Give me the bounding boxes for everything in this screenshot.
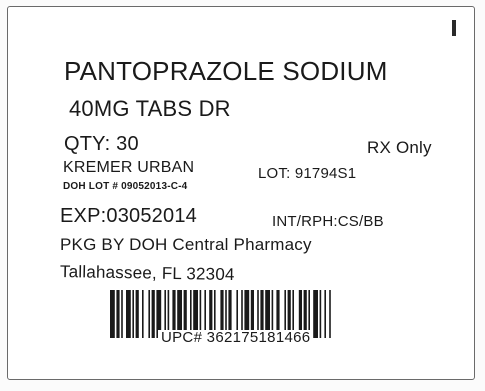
barcode-bar bbox=[116, 290, 120, 338]
barcode-bar bbox=[190, 290, 192, 338]
barcode-bar bbox=[199, 290, 202, 338]
expiration-date: EXP:03052014 bbox=[60, 205, 197, 227]
quantity: QTY: 30 bbox=[64, 133, 139, 155]
barcode-bar bbox=[260, 290, 264, 338]
barcode-bar bbox=[167, 290, 170, 338]
barcode-bar bbox=[209, 290, 213, 338]
barcode-bar bbox=[228, 290, 232, 338]
lot-number: LOT: 91794S1 bbox=[258, 165, 357, 182]
doh-lot-number: DOH LOT # 09052013-C-4 bbox=[63, 181, 188, 192]
pharmacy-location: Tallahassee, FL 32304 bbox=[59, 262, 235, 285]
strength-form: 40MG TABS DR bbox=[69, 96, 231, 121]
barcode-bar bbox=[265, 290, 270, 338]
barcode-bar bbox=[292, 290, 294, 338]
barcode-bar bbox=[284, 290, 286, 338]
barcode-bar bbox=[151, 290, 155, 338]
barcode-bar bbox=[177, 290, 182, 338]
barcode-bar bbox=[204, 290, 206, 338]
barcode-bar bbox=[271, 290, 274, 338]
barcode-bar bbox=[324, 290, 326, 338]
manufacturer: KREMER URBAN bbox=[63, 159, 195, 176]
barcode-bar bbox=[142, 290, 144, 338]
barcode-bar bbox=[257, 290, 259, 338]
barcode-bar bbox=[121, 290, 123, 338]
barcode-bar bbox=[298, 290, 302, 338]
edge-mark bbox=[452, 20, 456, 36]
barcode-bar bbox=[148, 290, 150, 338]
barcode-bar bbox=[225, 290, 227, 338]
barcode-bar bbox=[220, 290, 224, 338]
barcode-bar bbox=[244, 290, 250, 338]
barcode-bar bbox=[329, 290, 331, 338]
barcode-bar bbox=[236, 290, 238, 338]
barcode-bar bbox=[172, 290, 176, 338]
barcode-bar bbox=[276, 290, 280, 338]
barcode-bar bbox=[135, 290, 139, 338]
barcode-bar bbox=[214, 290, 216, 338]
rx-status: RX Only bbox=[367, 138, 432, 157]
barcode-bar bbox=[319, 290, 322, 338]
barcode-bar bbox=[183, 290, 187, 338]
barcode-bar bbox=[287, 290, 291, 338]
barcode-bar bbox=[164, 290, 166, 338]
barcode-bar bbox=[250, 290, 254, 338]
barcode-bar bbox=[193, 290, 198, 338]
pharmacist-initials: INT/RPH:CS/BB bbox=[272, 213, 384, 230]
barcode-bar bbox=[126, 290, 131, 338]
barcode-bar bbox=[308, 290, 310, 338]
barcode-bar bbox=[132, 290, 134, 338]
drug-name: PANTOPRAZOLE SODIUM bbox=[64, 56, 388, 86]
barcode-bar bbox=[241, 290, 243, 338]
barcode bbox=[110, 290, 331, 338]
label-border bbox=[7, 6, 475, 380]
packaged-by: PKG BY DOH Central Pharmacy bbox=[60, 235, 312, 254]
barcode-bar bbox=[303, 290, 307, 338]
barcode-bar bbox=[156, 290, 162, 338]
upc-code: UPC# 362175181466 bbox=[158, 330, 314, 345]
barcode-bar bbox=[313, 290, 318, 338]
barcode-bar bbox=[110, 290, 115, 338]
